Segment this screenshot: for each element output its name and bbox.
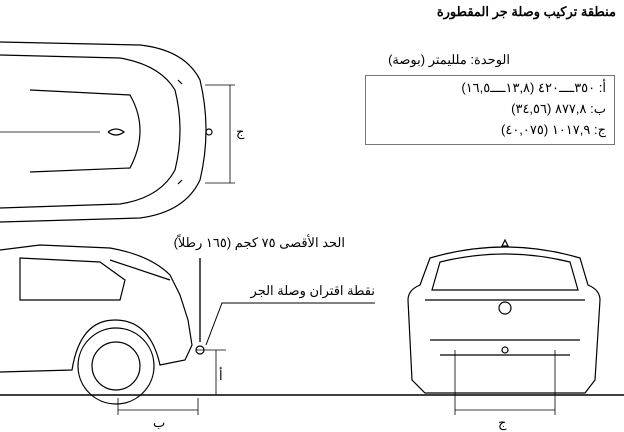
dimension-a: أ: ٣٥٠ــــ٤٢٠ (١٣,٨ــــ١٦,٥): [461, 80, 606, 96]
top-view-car: [0, 41, 235, 223]
dim-value: ١٠١٧,٩ (٤٠,٠٧٥): [501, 122, 591, 137]
dim-value: ٣٥٠ــــ٤٢٠ (١٣,٨ــــ١٦,٥): [461, 80, 596, 95]
unit-label: الوحدة: ملليمتر (بوصة): [388, 52, 510, 67]
side-view-car: [0, 244, 375, 415]
dim-key: أ:: [598, 80, 606, 95]
dimension-b: ب: ٨٧٧,٨ (٣٤,٥٦): [511, 101, 606, 117]
dim-key: ب:: [590, 101, 606, 116]
dimensions-table: أ: ٣٥٠ــــ٤٢٠ (١٣,٨ــــ١٦,٥) ب: ٨٧٧,٨ (٣…: [365, 75, 615, 145]
rear-view-car: [407, 238, 601, 415]
dimension-c-rear-label: ج: [498, 415, 507, 430]
dimension-c-top-label: ج: [236, 124, 245, 139]
dim-value: ٨٧٧,٨ (٣٤,٥٦): [511, 101, 587, 116]
dimension-c: ج: ١٠١٧,٩ (٤٠,٠٧٥): [501, 122, 606, 138]
hitch-point-label: نقطة اقتران وصلة الجر: [250, 283, 375, 298]
dim-key: ج:: [593, 122, 606, 137]
max-load-label: الحد الأقصى ٧٥ كجم (١٦٥ رطلاً): [173, 235, 345, 250]
page-title: منطقة تركيب وصلة جر المقطورة: [436, 4, 616, 19]
dimension-b-label: ب: [153, 415, 166, 430]
dimension-a-label: أ: [219, 368, 223, 383]
